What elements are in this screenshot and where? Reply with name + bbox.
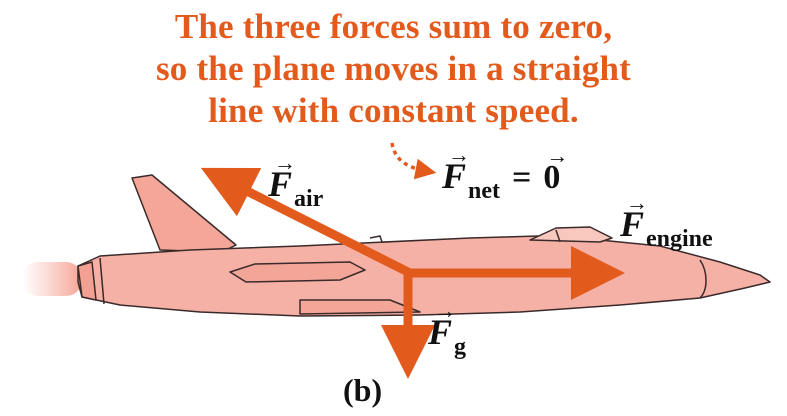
- wing: [299, 299, 421, 315]
- label-f-engine-symbol: F: [620, 204, 645, 244]
- caption-line-2: so the plane moves in a straight: [155, 49, 632, 88]
- nose-section: [699, 259, 707, 299]
- air-intake: [229, 261, 366, 283]
- label-zero-vector: 0: [543, 159, 561, 196]
- label-f-air-subscript: air: [294, 186, 324, 212]
- tail-fin: [131, 174, 237, 253]
- caption: The three forces sum to zero, so the pla…: [0, 6, 787, 132]
- label-f-net: → F net = → 0: [442, 144, 568, 205]
- air-force-arrow: [200, 167, 413, 278]
- caption-line-1: The three forces sum to zero,: [174, 7, 613, 46]
- label-f-g-subscript: g: [454, 334, 467, 360]
- label-f-net-symbol: F: [442, 156, 467, 196]
- vector-arrow-icon: →: [626, 190, 648, 215]
- vector-arrow-icon: →: [546, 143, 569, 168]
- vector-arrow-icon: →: [448, 142, 470, 167]
- label-f-g: → F g: [428, 300, 467, 361]
- engine-exhaust: [22, 262, 82, 296]
- label-f-engine-subscript: engine: [646, 226, 713, 252]
- label-f-air-symbol: F: [268, 164, 293, 204]
- caption-pointer: [390, 142, 437, 180]
- panel-label: (b): [343, 372, 383, 408]
- label-f-net-equals: =: [512, 159, 532, 196]
- engine-nozzle: [77, 261, 97, 301]
- vector-arrow-icon: →: [434, 298, 456, 323]
- force-arrows: [200, 167, 625, 379]
- vector-arrow-icon: →: [274, 150, 296, 175]
- label-f-net-subscript: net: [468, 178, 501, 204]
- label-f-g-symbol: F: [428, 312, 453, 352]
- canopy: [529, 226, 613, 243]
- label-f-air: → F air: [268, 152, 324, 213]
- caption-line-3: line with constant speed.: [208, 91, 579, 130]
- label-f-engine: → F engine: [620, 192, 713, 253]
